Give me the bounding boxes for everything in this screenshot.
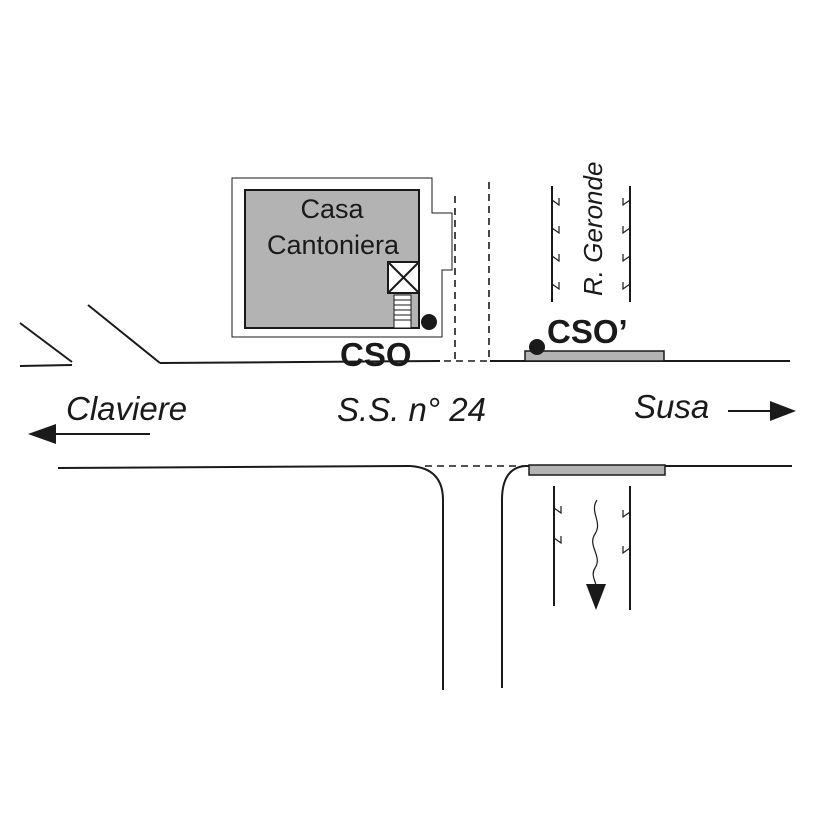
cso-prime-station-dot xyxy=(529,339,545,355)
building-body xyxy=(244,189,420,329)
junction-line-base xyxy=(19,364,73,367)
river-bank-ticks-north xyxy=(551,198,631,291)
casa-cantoniera-building: Casa Cantoniera xyxy=(231,177,453,338)
side-road-west-edge xyxy=(409,465,444,690)
bridge-north xyxy=(524,350,665,362)
building-plot-outline xyxy=(231,177,453,338)
crossed-box-icon xyxy=(387,261,420,294)
junction-line-lower xyxy=(19,322,73,363)
side-road-east-edge xyxy=(501,465,526,688)
building-label-line2: Cantoniera xyxy=(267,230,400,260)
main-road-north-edge-west xyxy=(159,360,441,364)
cso-prime-station-label: CSO’ xyxy=(547,313,628,350)
east-destination-label: Susa xyxy=(634,388,709,425)
west-arrow-icon xyxy=(28,424,150,444)
building-label-line1: Casa xyxy=(300,194,364,224)
cso-station-label: CSO xyxy=(340,336,412,373)
junction-line-upper xyxy=(87,304,161,364)
river-label: R. Geronde xyxy=(578,162,608,296)
bridge-south xyxy=(528,464,666,476)
road-name-label: S.S. n° 24 xyxy=(337,391,486,428)
steps-icon xyxy=(393,294,412,329)
river-bank-ticks-south xyxy=(553,506,631,555)
main-road-south-edge-west xyxy=(57,465,411,469)
dashed-lines xyxy=(425,182,525,467)
west-destination-label: Claviere xyxy=(66,390,187,427)
east-arrow-icon xyxy=(728,401,796,421)
flow-arrowhead-icon xyxy=(586,584,606,610)
river-geronde-north xyxy=(551,186,631,302)
flow-direction-arrow xyxy=(586,499,606,610)
cso-station-dot xyxy=(421,314,437,330)
